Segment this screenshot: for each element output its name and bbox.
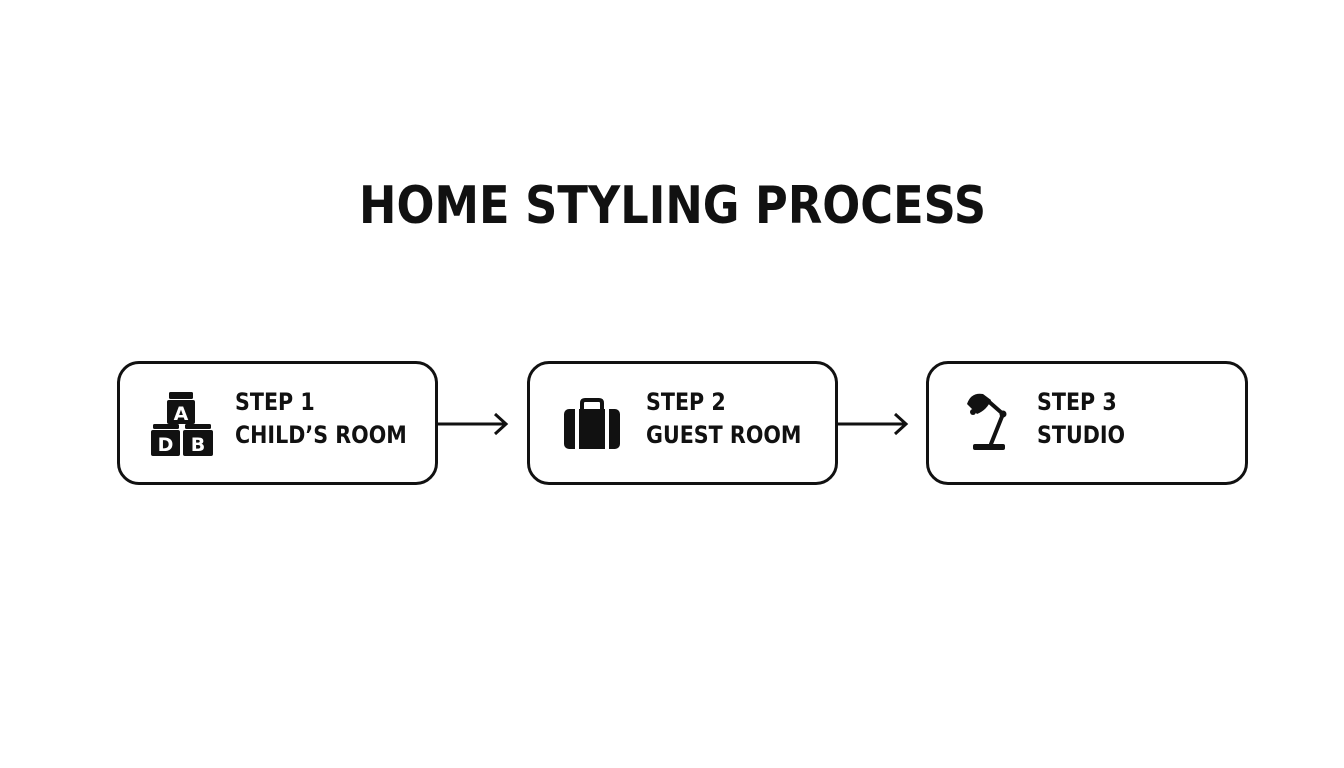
step-card-studio: STEP 3 STUDIO [926,361,1248,485]
arrow-right-icon [838,412,909,436]
step-card-guest-room: STEP 2 GUEST ROOM [527,361,838,485]
block-letter-b: B [191,434,205,456]
step-text: STEP 3 STUDIO [1037,386,1125,452]
arrow-right-icon [438,412,509,436]
block-letter-d: D [158,434,174,456]
step-number: STEP 2 [646,388,726,416]
step-number: STEP 1 [235,388,315,416]
step-label: STUDIO [1037,421,1126,449]
step-text: STEP 1 CHILD’S ROOM [235,386,407,452]
step-label: GUEST ROOM [646,421,802,449]
suitcase-icon [564,398,620,449]
step-text: STEP 2 GUEST ROOM [646,386,801,452]
desk-lamp-icon [967,393,1007,450]
toy-blocks-icon: A D B [151,392,213,456]
step-number: STEP 3 [1037,388,1117,416]
diagram-title: HOME STYLING PROCESS [359,176,987,236]
step-label: CHILD’S ROOM [235,421,407,449]
block-letter-a: A [174,403,189,425]
step-card-childs-room: A D B STEP 1 CHILD’S ROOM [117,361,438,485]
